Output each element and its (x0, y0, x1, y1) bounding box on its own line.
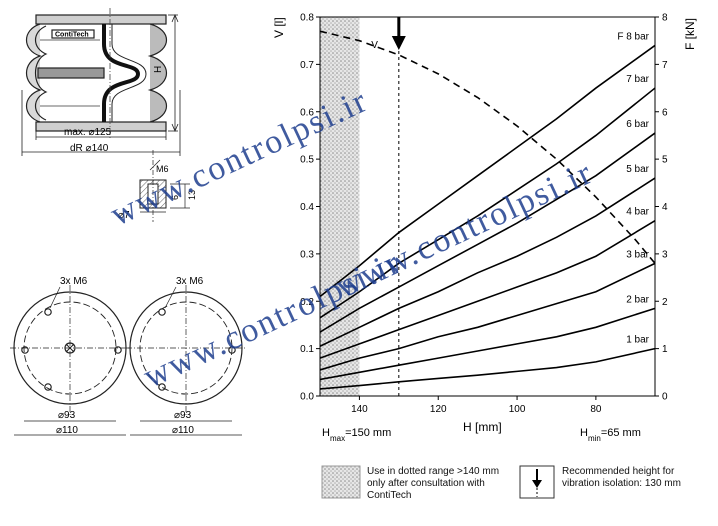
left-thread-label: 3x M6 (60, 276, 88, 287)
pressure-curve-6bar (319, 132, 656, 333)
legend-dotted-swatch (321, 465, 361, 499)
pressure-curve-label: 7 bar (626, 74, 649, 85)
y-left-tick-label: 0.2 (300, 297, 314, 308)
y-left-tick-label: 0.5 (300, 155, 314, 166)
left-d110-label: ⌀110 (56, 425, 78, 436)
x-tick-label: 80 (590, 404, 602, 415)
y-left-axis-label: V [l] (272, 17, 286, 38)
pressure-curve-2bar (319, 307, 656, 381)
plate-view-right (126, 285, 246, 436)
pressure-curve-8bar (319, 44, 656, 298)
y-right-axis-label: F [kN] (683, 18, 697, 50)
x-axis-label: H [mm] (463, 420, 502, 434)
y-left-tick-label: 0.1 (300, 344, 314, 355)
y-left-tick-label: 0.3 (300, 249, 314, 260)
y-right-tick-label: 6 (662, 107, 668, 118)
y-right-tick-label: 1 (662, 344, 668, 355)
y-right-tick-label: 0 (662, 392, 668, 403)
y-left-tick-label: 0.6 (300, 107, 314, 118)
y-left-tick-label: 0.7 (300, 60, 314, 71)
recommended-height-arrow-head (391, 36, 406, 50)
right-d93-label: ⌀93 (174, 410, 192, 421)
dim-m6-label: M6 (156, 164, 169, 174)
thread-detail (139, 150, 190, 222)
pressure-curve-7bar (319, 87, 656, 319)
bellows-side-view (21, 8, 181, 156)
x-tick-label: 100 (509, 404, 526, 415)
volume-curve-label: V (371, 40, 378, 51)
hmax-label: Hmax=150 mm (322, 427, 391, 443)
left-d93-label: ⌀93 (58, 410, 76, 421)
y-left-tick-label: 0.0 (300, 392, 314, 403)
y-right-tick-label: 7 (662, 60, 668, 71)
pressure-curve-label: 1 bar (626, 335, 649, 346)
hmin-label: Hmin=65 mm (580, 427, 641, 443)
y-right-tick-label: 3 (662, 249, 668, 260)
pressure-curve-5bar (319, 177, 656, 347)
y-right-tick-label: 4 (662, 202, 668, 213)
dim-max-label: max. ⌀125 (64, 127, 112, 138)
pressure-curve-label: 2 bar (626, 294, 649, 305)
dim-7-label: ⌀7 (118, 210, 130, 221)
y-right-tick-label: 5 (662, 155, 668, 166)
brand-label: ContiTech (55, 32, 89, 39)
pressure-curve-label: 6 bar (626, 119, 649, 130)
y-left-tick-label: 0.8 (300, 13, 314, 24)
dim-6-label: 6 (170, 195, 180, 200)
x-tick-label: 120 (430, 404, 447, 415)
y-left-tick-label: 0.4 (300, 202, 314, 213)
pressure-curve-1bar (319, 347, 656, 390)
legend-arrow-note: Recommended height for vibration isolati… (562, 466, 681, 489)
dim-h-label: H (153, 66, 164, 73)
y-right-tick-label: 8 (662, 13, 668, 24)
dim-13-label: 13 (187, 190, 197, 200)
pressure-curve-label: 3 bar (626, 249, 649, 260)
x-tick-label: 140 (351, 404, 368, 415)
legend-arrow-icon (532, 469, 542, 497)
volume-curve (319, 30, 656, 264)
right-d110-label: ⌀110 (172, 425, 194, 436)
dotted-range-region (320, 17, 360, 396)
y-right-tick-label: 2 (662, 297, 668, 308)
pressure-curve-4bar (319, 220, 656, 359)
pressure-curve-label: F 8 bar (617, 31, 649, 42)
pressure-curve-label: 4 bar (626, 207, 649, 218)
pressure-curve-3bar (319, 262, 656, 371)
right-thread-label: 3x M6 (176, 276, 204, 287)
legend-dotted-note: Use in dotted range >140 mm only after c… (367, 466, 500, 501)
characteristic-chart: 0.0 0.1 0.2 0.3 0.4 0.5 0.6 0.7 0.8 0 1 2 3 4 5 6 7 8 140 1… (272, 13, 697, 443)
pressure-curve-label: 5 bar (626, 164, 649, 175)
dim-dr-label: dR ⌀140 (70, 143, 109, 154)
